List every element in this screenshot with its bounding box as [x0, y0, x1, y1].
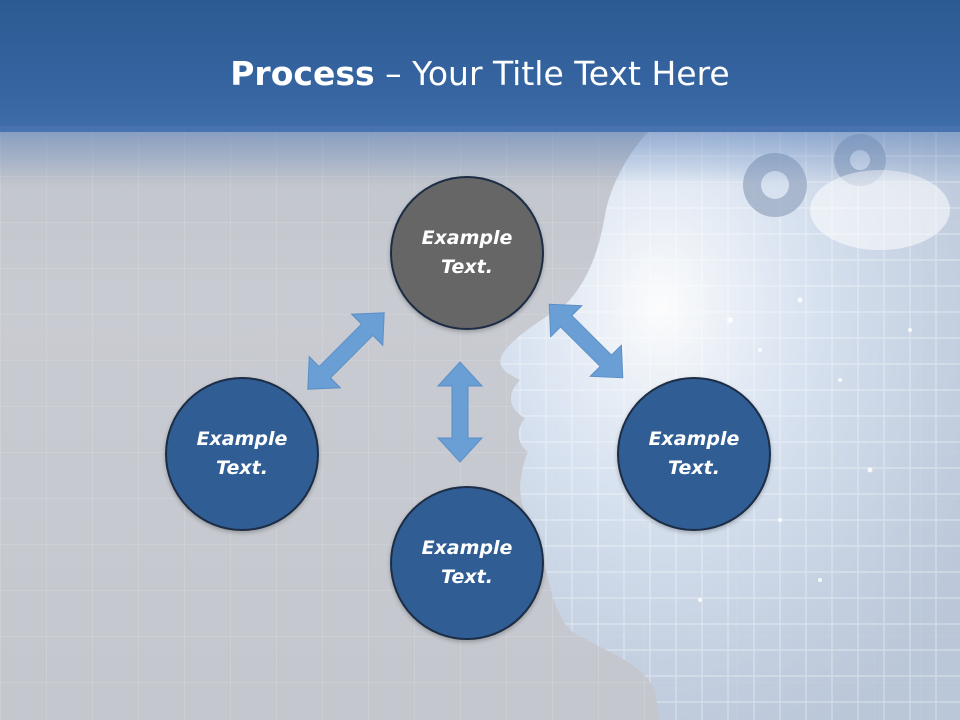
process-node-left[interactable]: Example Text. — [165, 377, 319, 531]
node-left-label: Example Text. — [196, 428, 288, 479]
node-bottom-label: Example Text. — [421, 537, 513, 588]
title-bar-fade — [0, 126, 960, 186]
title-bar — [0, 0, 960, 132]
double-arrow-icon — [307, 312, 385, 390]
double-arrow-icon — [548, 303, 624, 379]
double-arrow-icon — [436, 361, 484, 463]
process-node-right[interactable]: Example Text. — [617, 377, 771, 531]
process-node-bottom[interactable]: Example Text. — [390, 486, 544, 640]
node-top-label: Example Text. — [421, 227, 513, 278]
title-bold: Process — [230, 54, 375, 93]
node-right-label: Example Text. — [648, 428, 740, 479]
slide-title: Process – Your Title Text Here — [0, 52, 960, 96]
process-node-top[interactable]: Example Text. — [390, 176, 544, 330]
title-rest: – Your Title Text Here — [374, 54, 730, 93]
